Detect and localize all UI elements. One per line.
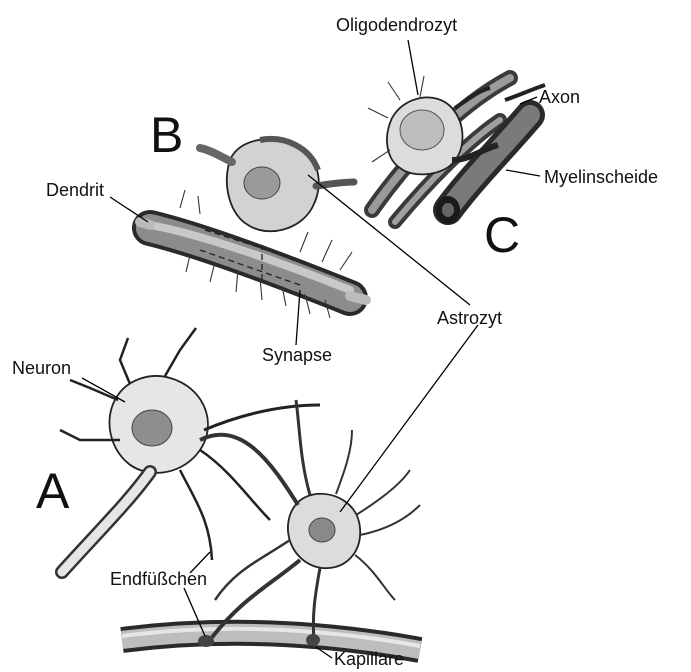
label-neuron: Neuron: [12, 358, 71, 378]
label-kapillare: Kapillare: [334, 649, 404, 669]
label-synapse: Synapse: [262, 345, 332, 365]
oligodendrocyte-illustration: [368, 76, 545, 224]
label-myelinscheide: Myelinscheide: [544, 167, 658, 187]
label-dendrit: Dendrit: [46, 180, 104, 200]
label-astrozyt: Astrozyt: [437, 308, 502, 328]
panel-letter-c: C: [484, 207, 520, 263]
label-endfuesschen: Endfüßchen: [110, 569, 207, 589]
label-axon: Axon: [539, 87, 580, 107]
panel-letter-a: A: [36, 463, 70, 519]
panel-letter-b: B: [150, 107, 183, 163]
astrocyte-dendrite-illustration: [140, 139, 366, 318]
neuron-astrocyte-capillary-illustration: [60, 328, 420, 650]
label-oligodendrozyt: Oligodendrozyt: [336, 15, 457, 35]
